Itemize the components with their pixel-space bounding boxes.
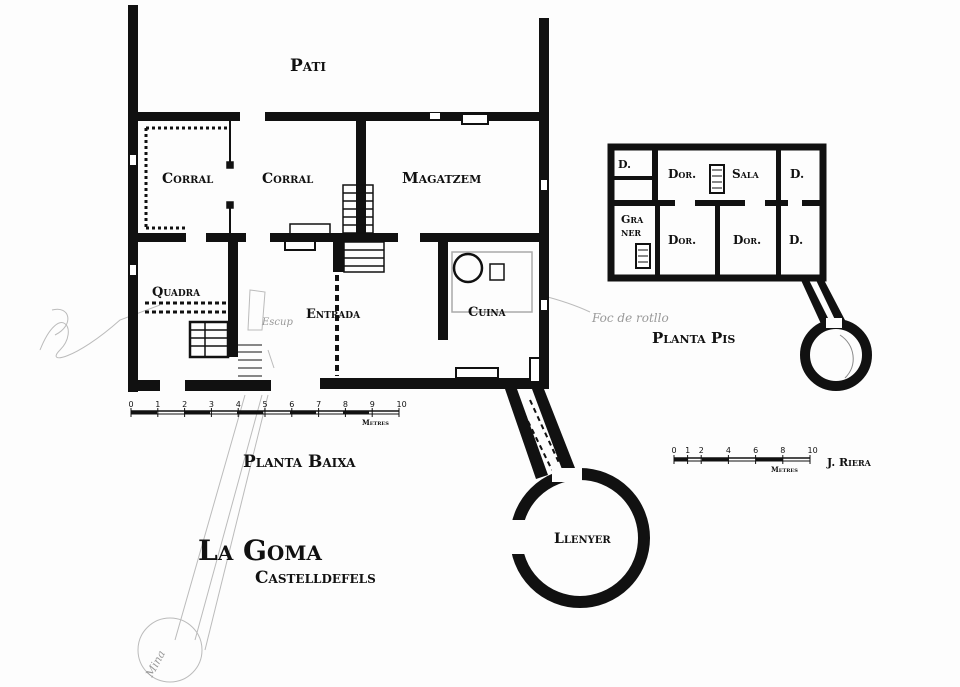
- label-llenyer: Llenyer: [554, 531, 611, 547]
- note-mina: Mina: [143, 648, 168, 680]
- note-escup: Escup: [261, 317, 293, 328]
- scale-tick-label: 3: [209, 400, 214, 409]
- scale-tick-label: 0: [672, 446, 677, 455]
- upper-floor-title: Planta Pis: [652, 329, 735, 347]
- ground-floor-title: Planta Baixa: [243, 452, 356, 472]
- outer-wall-left: [128, 5, 138, 392]
- quadra-wall: [228, 242, 238, 357]
- llenyer-structure: [505, 389, 650, 608]
- label-upper-dor3: Dor.: [733, 233, 761, 247]
- scale-tick-label: 9: [370, 400, 375, 409]
- upper-tower: [800, 319, 872, 391]
- scale-tick-label: 10: [808, 446, 818, 455]
- label-upper-sala: Sala: [732, 167, 759, 181]
- scale-tick-label: 7: [316, 400, 321, 409]
- author-signature: J. Riera: [826, 456, 872, 469]
- label-upper-d3: D.: [789, 233, 803, 247]
- scale-tick-label: 5: [263, 400, 268, 409]
- ground-scale-unit: Metres: [362, 418, 389, 427]
- scale-tick-label: 2: [182, 400, 187, 409]
- scale-tick-label: 6: [753, 446, 758, 455]
- mid-wall-c: [270, 233, 398, 242]
- label-corral-1: Corral: [162, 171, 213, 187]
- drawing-title: La Goma: [198, 534, 322, 567]
- label-cuina: Cuina: [468, 305, 507, 320]
- label-upper-dor2: Dor.: [668, 233, 696, 247]
- scale-tick-label: 1: [155, 400, 160, 409]
- scale-tick-label: 4: [236, 400, 241, 409]
- label-upper-d1: D.: [618, 158, 631, 171]
- pencil-sketch: [39, 289, 591, 683]
- ground-floor-walls: [128, 5, 549, 392]
- ground-floor-fixtures: [130, 113, 547, 383]
- bottom-wall-b: [185, 380, 271, 391]
- ground-scale: 0 1 2 3 4 5 6 7 8 9 10: [129, 400, 407, 417]
- label-upper-dor1: Dor.: [668, 167, 696, 181]
- scale-tick-label: 8: [343, 400, 348, 409]
- bottom-wall-a: [128, 380, 160, 391]
- scale-tick-label: 2: [699, 446, 704, 455]
- upper-outline: [607, 143, 827, 282]
- label-upper-graner-b: ner: [621, 226, 641, 239]
- scale-tick-label: 0: [129, 400, 134, 409]
- scale-tick-label: 1: [685, 446, 690, 455]
- upper-scale-unit: Metres: [771, 465, 798, 474]
- scale-tick-label: 4: [726, 446, 731, 455]
- upper-floor-walls: [607, 143, 872, 391]
- mid-wall-a: [138, 233, 186, 242]
- scale-tick-label: 10: [397, 400, 407, 409]
- label-corral-2: Corral: [262, 171, 313, 187]
- mid-wall-d: [420, 233, 539, 242]
- mid-wall-b: [206, 233, 246, 242]
- note-foc-de-rotllo: Foc de rotllo: [591, 311, 669, 325]
- label-upper-graner-a: Gra: [621, 213, 644, 226]
- pencil-notes: Foc de rotllo Escup Mina: [143, 311, 669, 680]
- entrada-pillar: [333, 242, 344, 272]
- wall-magatzem-left: [356, 121, 366, 233]
- label-upper-d2: D.: [790, 167, 804, 181]
- label-pati: Pati: [290, 56, 326, 76]
- bottom-wall-c: [320, 378, 549, 389]
- outer-wall-right: [539, 18, 549, 388]
- drawing-subtitle: Castelldefels: [255, 568, 376, 588]
- room-labels: Pati Corral Corral Magatzem Quadra Entra…: [152, 56, 804, 547]
- scale-tick-label: 6: [289, 400, 294, 409]
- label-magatzem: Magatzem: [402, 169, 481, 187]
- titles: Planta Baixa Planta Pis La Goma Castelld…: [198, 329, 872, 588]
- top-wall-b: [265, 112, 539, 121]
- label-entrada: Entrada: [306, 307, 361, 322]
- scale-tick-label: 8: [780, 446, 785, 455]
- label-quadra: Quadra: [152, 285, 201, 300]
- cuina-wall: [438, 242, 448, 340]
- top-wall-a: [138, 112, 240, 121]
